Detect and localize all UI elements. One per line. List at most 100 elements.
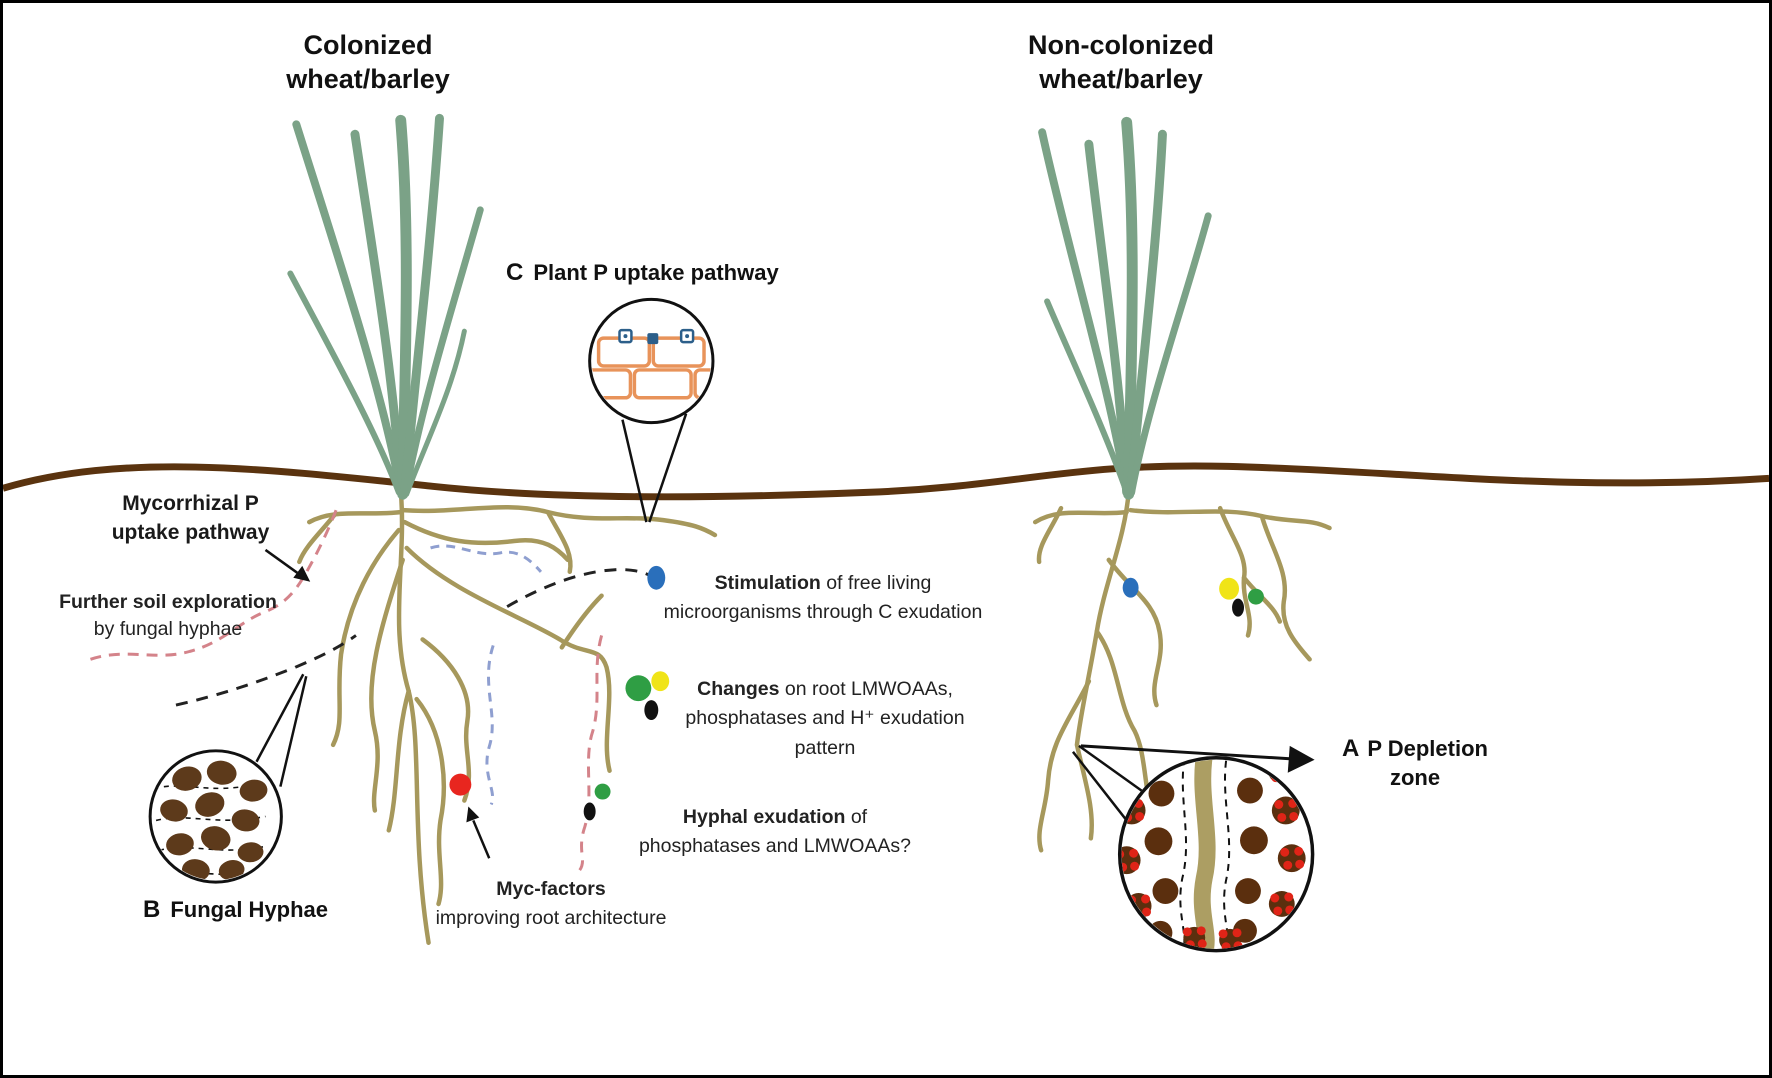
hypha-strand xyxy=(578,635,604,872)
label-stimulation: Stimulation of free living microorganism… xyxy=(643,569,1003,628)
hypha-section xyxy=(239,779,268,802)
plant-blade xyxy=(1084,139,1132,497)
p-particle xyxy=(1277,812,1287,822)
dot-yellow-right xyxy=(1219,577,1240,600)
diagram-canvas xyxy=(3,113,1769,953)
plant-blade xyxy=(400,113,444,497)
arrow-myc-factors-head xyxy=(466,806,480,823)
arrows xyxy=(264,548,1315,859)
root-path xyxy=(1241,575,1283,624)
label-changes-line2: phosphatases and H⁺ exudation xyxy=(685,707,965,730)
hypha-section xyxy=(237,842,264,863)
label-hyphal-line2: phosphatases and LMWOAAs? xyxy=(638,835,912,858)
root-path xyxy=(420,637,472,803)
arrow-myc-factors-line xyxy=(472,819,491,859)
p-particle xyxy=(1182,927,1192,937)
root-path xyxy=(1036,505,1064,565)
label-hyphal-exudation: Hyphal exudation of phosphatases and LMW… xyxy=(625,803,925,862)
label-myc-factors-bold: Myc-factors xyxy=(496,878,606,900)
plant-blade xyxy=(1128,212,1212,496)
callout-line xyxy=(1071,751,1128,822)
soil-particle xyxy=(1237,777,1263,804)
label-depletion-line2: zone xyxy=(1389,765,1441,791)
fungal-hyphae-black xyxy=(175,568,649,707)
hypha-strand xyxy=(430,544,543,573)
soil-particle xyxy=(1152,878,1179,904)
root-path xyxy=(306,509,403,525)
root-path xyxy=(545,509,573,575)
root-path xyxy=(404,545,612,773)
p-particle xyxy=(1218,929,1228,939)
label-stimulation-line2: microorganisms through C exudation xyxy=(663,601,983,624)
p-particle xyxy=(1121,862,1128,872)
label-depletion-line1: A P Depletion xyxy=(1325,733,1505,764)
soil-particle xyxy=(1148,780,1175,807)
root-path xyxy=(559,593,604,650)
p-particle xyxy=(1121,800,1130,809)
root-path xyxy=(369,557,405,813)
soil-line xyxy=(3,462,1769,501)
p-particle xyxy=(1135,811,1145,821)
label-changes-line1: Changes on root LMWOAAs, xyxy=(675,675,975,704)
soil-particle xyxy=(1144,827,1173,856)
dot-blue-stimulation xyxy=(647,565,666,590)
callout-line xyxy=(279,675,308,787)
p-particle xyxy=(1284,892,1294,902)
dot-blue-right xyxy=(1122,577,1139,598)
label-stimulation-bold: Stimulation xyxy=(714,572,821,594)
hypha-strand xyxy=(485,644,495,806)
arrow-mycorrhizal-line xyxy=(264,548,299,574)
root-path xyxy=(400,504,718,538)
label-hyphal-line1: Hyphal exudation of xyxy=(625,803,925,832)
arrow-depletion-head xyxy=(1287,745,1315,773)
hypha-section xyxy=(195,792,225,817)
callout-line xyxy=(648,413,688,523)
non-colonized-plant xyxy=(1038,116,1212,500)
plant-blade xyxy=(292,120,405,497)
dot-yellow-changes xyxy=(651,671,670,692)
p-particle xyxy=(1147,759,1156,769)
plant-blade xyxy=(402,206,484,496)
inset-fungal-hyphae xyxy=(148,673,308,884)
p-transporters xyxy=(618,328,695,345)
callout-line xyxy=(621,419,648,523)
p-particle xyxy=(1295,859,1305,869)
hypha-strand xyxy=(175,634,357,707)
label-a-text: P Depletion xyxy=(1367,736,1488,761)
label-a-letter: A xyxy=(1342,735,1360,762)
label-b-text: Fungal Hyphae xyxy=(170,897,329,922)
root-section xyxy=(1193,759,1216,949)
label-depletion-zone: A P Depletion zone xyxy=(1325,733,1505,793)
inset-plant-p-uptake xyxy=(588,297,715,523)
label-stimulation-line1: Stimulation of free living xyxy=(643,569,1003,598)
colonized-plant xyxy=(287,113,484,500)
p-particle xyxy=(1232,928,1242,938)
hypha-section xyxy=(231,809,260,832)
plant-blade xyxy=(1044,298,1130,496)
hypha-strand xyxy=(89,509,338,661)
dot-green-changes xyxy=(625,675,652,702)
label-soil-exploration-rest: by fungal hyphae xyxy=(93,618,243,641)
hypha-section xyxy=(172,766,202,791)
root-path xyxy=(386,688,411,833)
label-changes-bold: Changes xyxy=(697,678,780,700)
dot-black-hyphal xyxy=(583,802,596,821)
p-particle xyxy=(1283,860,1293,870)
hypha-section xyxy=(201,826,231,851)
inset-depletion-zone xyxy=(1071,744,1315,953)
root-path xyxy=(1259,513,1312,662)
hypha-strand xyxy=(153,783,254,790)
p-particle xyxy=(1141,894,1151,904)
dot-green-right xyxy=(1247,588,1264,605)
label-c-text: Plant P uptake pathway xyxy=(533,260,779,285)
p-particle xyxy=(1130,861,1140,871)
hypha-section xyxy=(160,799,188,822)
callout-line xyxy=(255,673,305,763)
hypha-section xyxy=(166,833,194,856)
root-path xyxy=(402,519,571,563)
root-path xyxy=(1128,507,1332,531)
dot-black-right xyxy=(1232,598,1244,617)
